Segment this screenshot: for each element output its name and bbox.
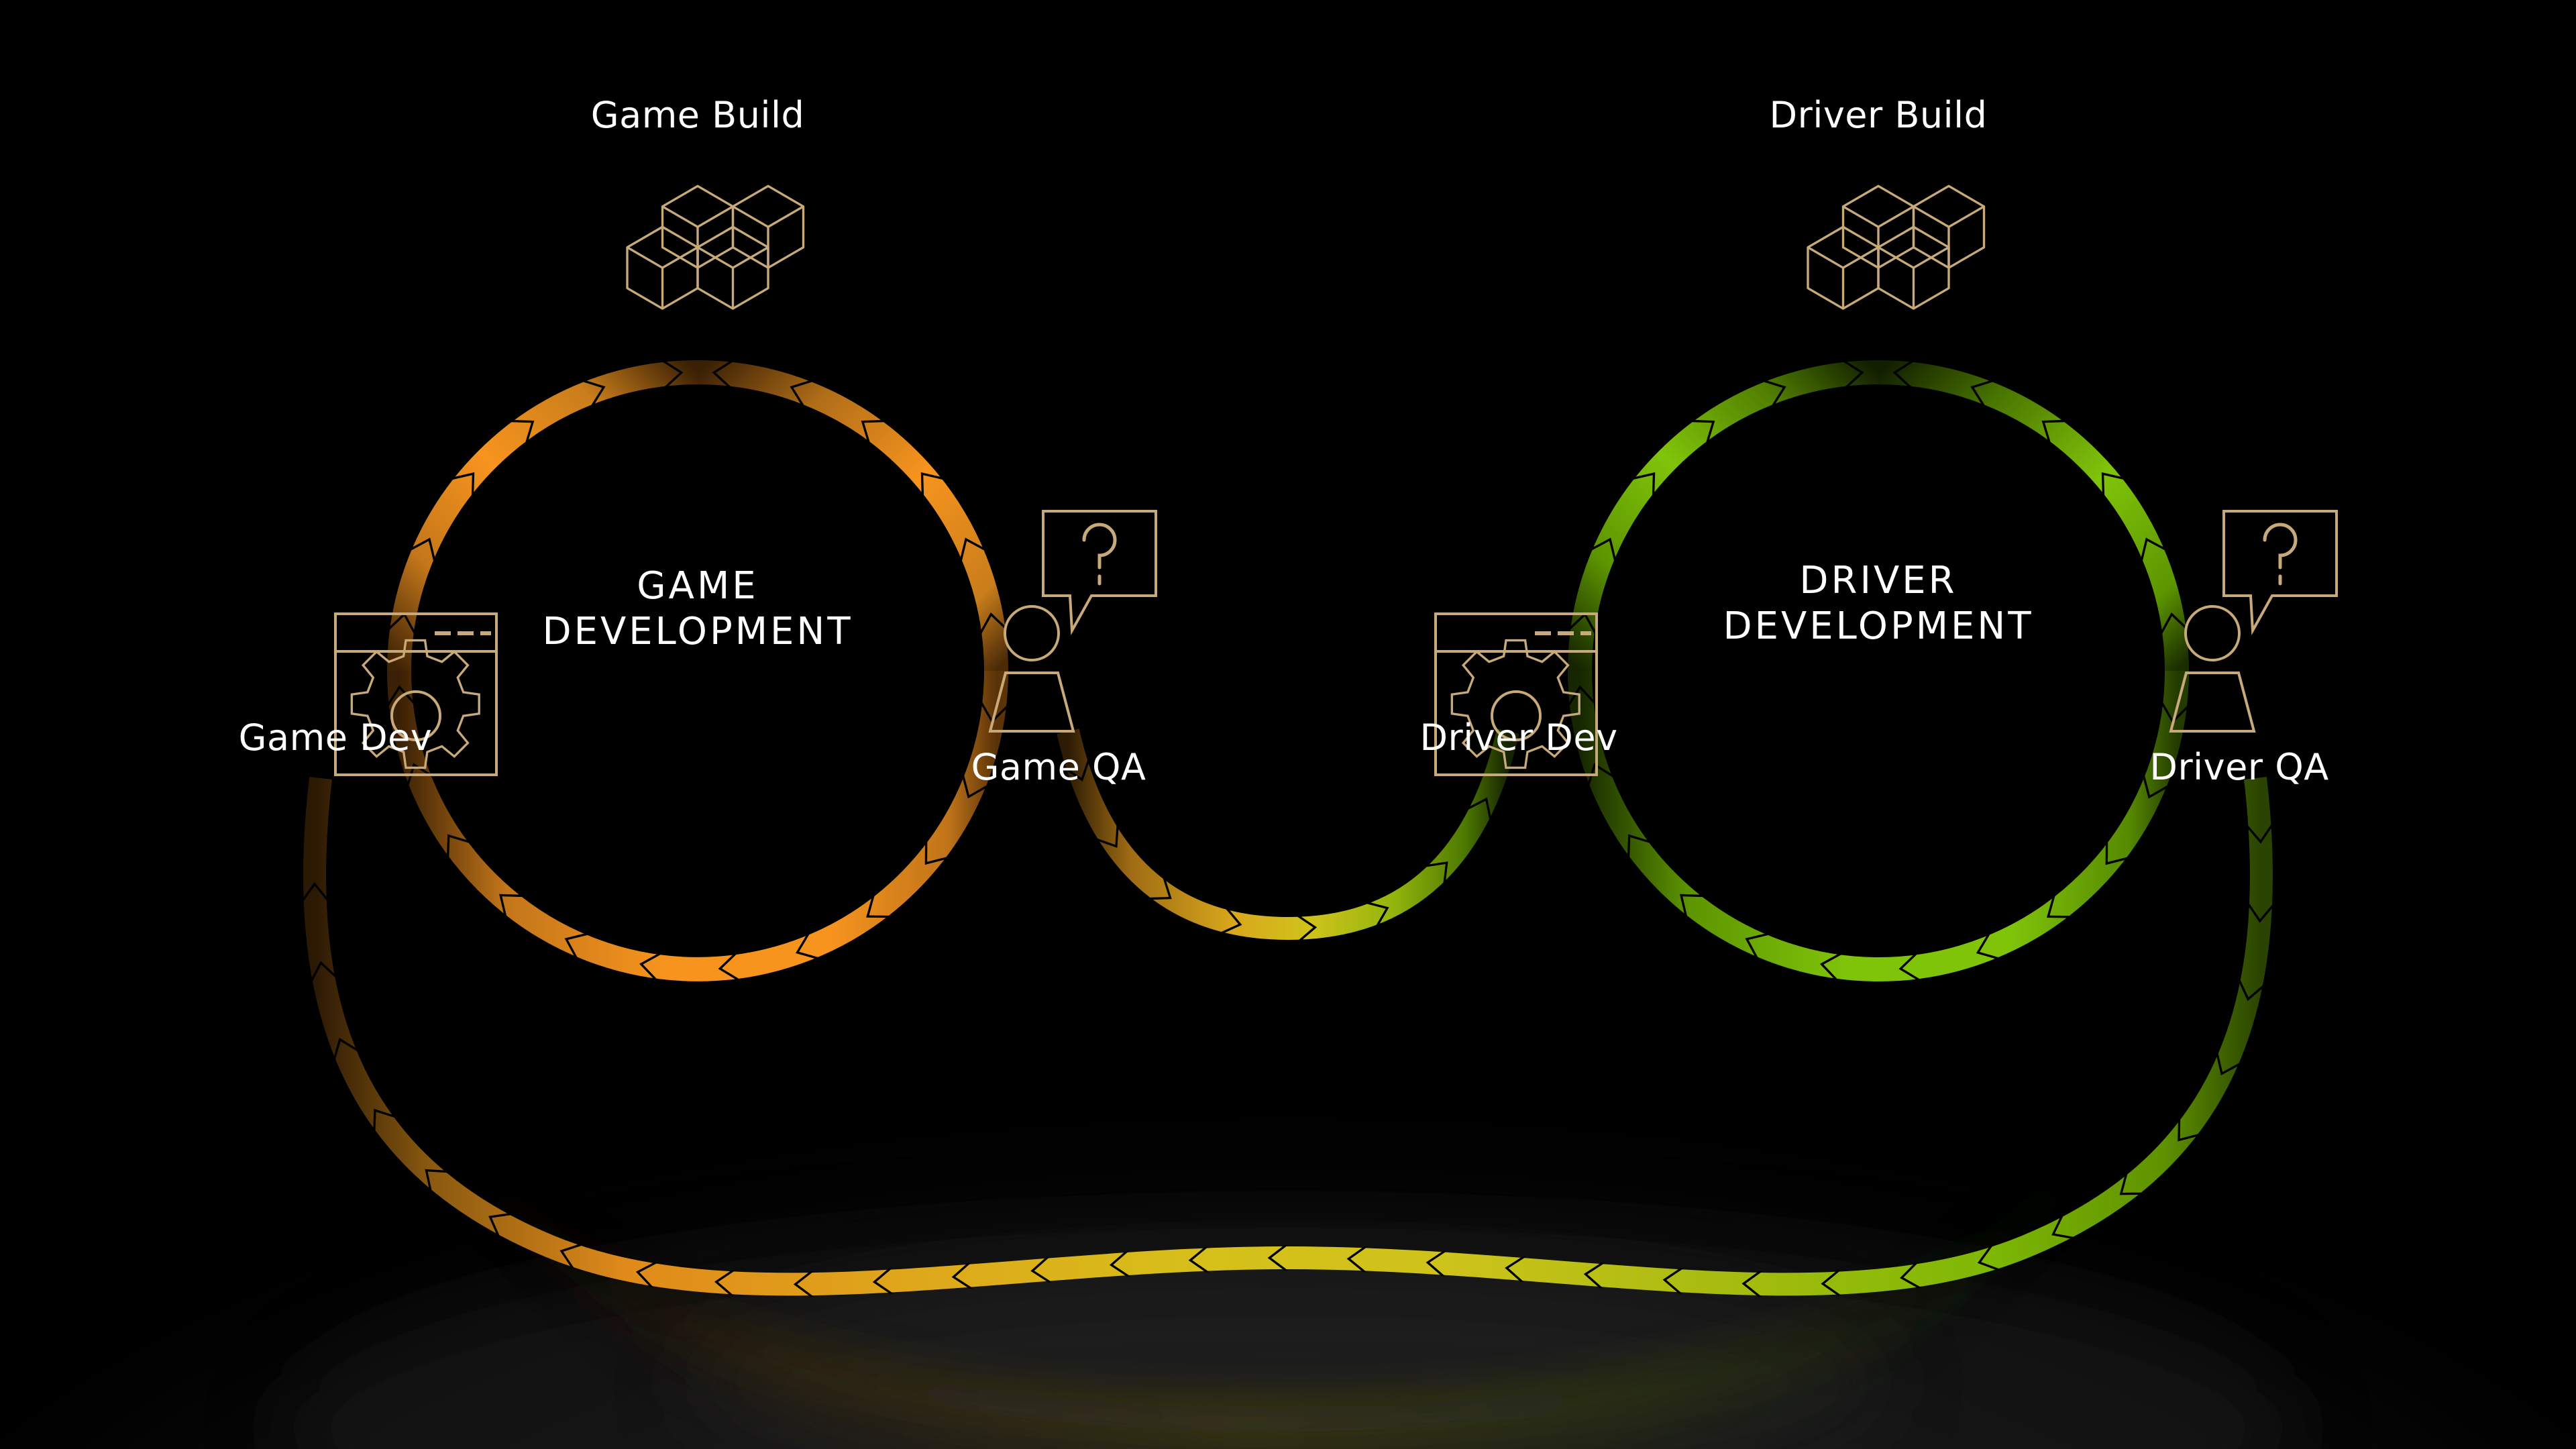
driver-development-line1: DRIVER (1799, 559, 1957, 602)
driver-build-icon (1807, 184, 1986, 310)
game-qa-icon (988, 510, 1157, 733)
game-dev-icon (334, 612, 498, 776)
driver-qa-icon (2169, 510, 2338, 733)
driver-cycle-ring (1568, 360, 2189, 981)
game-build-label: Game Build (590, 94, 805, 136)
driver-build-label: Driver Build (1769, 94, 1988, 136)
driver-dev-icon (1434, 612, 1598, 776)
game-build-icon (626, 184, 805, 310)
driver-development-title: DRIVER DEVELOPMENT (1723, 558, 2033, 650)
game-development-line1: GAME (637, 564, 759, 608)
driver-dev-label: Driver Dev (1419, 716, 1618, 759)
game-development-line2: DEVELOPMENT (542, 610, 853, 654)
driver-qa-label: Driver QA (2149, 746, 2329, 788)
outer-loop-arrow (302, 777, 2274, 1297)
bridge-connector-arrow (1057, 729, 1519, 941)
game-development-title: GAME DEVELOPMENT (542, 564, 853, 655)
game-cycle-ring (387, 360, 1008, 981)
driver-development-line2: DEVELOPMENT (1723, 604, 2034, 649)
game-dev-label: Game Dev (238, 716, 433, 759)
game-qa-label: Game QA (971, 746, 1146, 788)
